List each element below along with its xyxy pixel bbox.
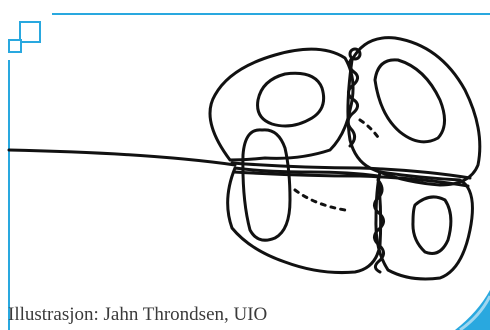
dashed-detail-lower [295, 190, 345, 210]
dashed-detail-upper [360, 120, 380, 140]
vertical-oval [243, 130, 290, 240]
lobe-lower-right [376, 172, 473, 279]
hole-upper-left [258, 73, 324, 126]
lobe-lower-left [228, 168, 381, 273]
hole-lower-right [413, 197, 451, 254]
hole-upper-right [375, 60, 445, 142]
figure-caption: Illustrasjon: Jahn Throndsen, UIO [8, 304, 267, 328]
lobe-upper-right [348, 38, 480, 185]
long-strand [9, 150, 235, 165]
